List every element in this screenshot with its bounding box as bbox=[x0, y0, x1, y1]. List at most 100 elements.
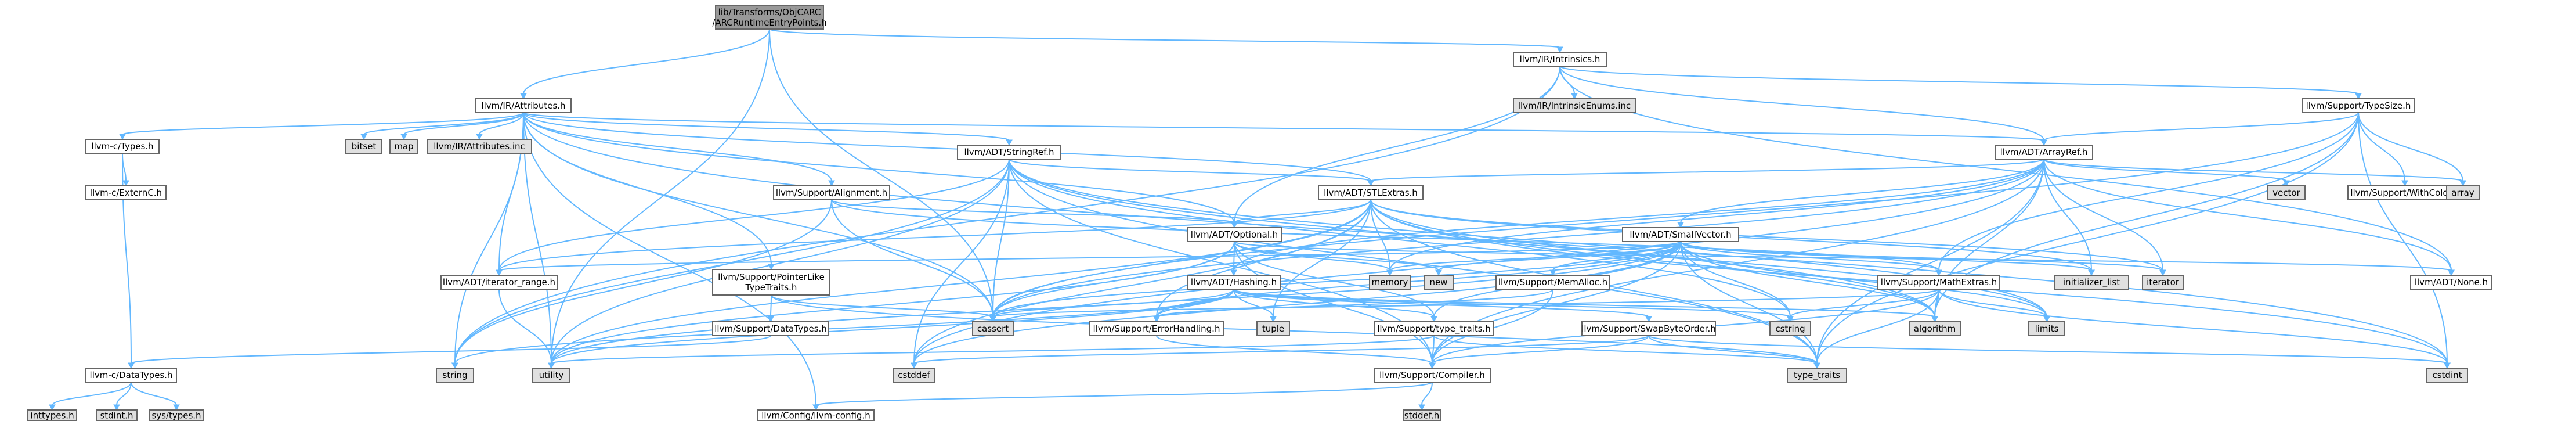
node-compiler[interactable]: llvm/Support/Compiler.h bbox=[1374, 368, 1491, 383]
node-cstring[interactable]: cstring bbox=[1769, 321, 1811, 336]
node-externc[interactable]: llvm-c/ExternC.h bbox=[85, 185, 167, 200]
node-inttypes[interactable]: inttypes.h bbox=[27, 409, 77, 421]
edge-smallvector-to-memory bbox=[1389, 241, 1681, 271]
node-box-memory bbox=[1369, 275, 1411, 290]
node-attributes[interactable]: llvm/IR/Attributes.h bbox=[475, 98, 572, 113]
node-stdtypetraits[interactable]: type_traits bbox=[1787, 368, 1847, 383]
edge-smallvector-to-cstddef bbox=[913, 241, 1681, 364]
node-root[interactable]: lib/Transforms/ObjCARC/ARCRuntimeEntryPo… bbox=[712, 5, 827, 30]
node-initlist[interactable]: initializer_list bbox=[2054, 275, 2129, 290]
node-systypes[interactable]: sys/types.h bbox=[149, 409, 204, 421]
node-utility[interactable]: utility bbox=[532, 368, 570, 383]
edge-arrayref-to-none bbox=[2043, 159, 2452, 271]
edge-arrowhead-attributes-to-map bbox=[400, 134, 407, 141]
node-cdatatypes[interactable]: llvm-c/DataTypes.h bbox=[85, 368, 177, 383]
node-iterator[interactable]: iterator bbox=[2142, 275, 2184, 290]
node-box-bitset bbox=[345, 139, 382, 154]
edge-arrowhead-arrayref-to-stlextras bbox=[1367, 180, 1374, 187]
node-stlextras[interactable]: llvm/ADT/STLExtras.h bbox=[1318, 185, 1424, 200]
edge-arrowhead-mathextras-to-cstring bbox=[1787, 316, 1794, 323]
edge-arrowhead-hashing-to-typetraits bbox=[1430, 316, 1437, 323]
edge-arrowhead-attributes-to-types bbox=[119, 134, 126, 141]
node-new[interactable]: new bbox=[1424, 275, 1454, 290]
node-cstddef[interactable]: cstddef bbox=[893, 368, 935, 383]
node-none[interactable]: llvm/ADT/None.h bbox=[2410, 275, 2492, 290]
node-mathextras[interactable]: llvm/Support/MathExtras.h bbox=[1877, 275, 2000, 290]
node-typetraits[interactable]: llvm/Support/type_traits.h bbox=[1374, 321, 1494, 336]
node-array[interactable]: array bbox=[2446, 185, 2480, 200]
edge-smallvector-to-algorithm bbox=[1680, 241, 1935, 318]
node-optional[interactable]: llvm/ADT/Optional.h bbox=[1187, 227, 1282, 242]
node-map[interactable]: map bbox=[389, 139, 418, 154]
edge-mathextras-to-cstring bbox=[1790, 289, 1939, 318]
edge-hashing-to-utility bbox=[551, 289, 1234, 364]
node-llvmconfig[interactable]: llvm/Config/llvm-config.h bbox=[757, 409, 875, 421]
edge-arrowhead-typesize-to-arrayref bbox=[2040, 139, 2047, 146]
edge-attributes-to-arrayref bbox=[523, 112, 2044, 141]
edge-attributes-to-map bbox=[403, 112, 524, 135]
node-smallvector[interactable]: llvm/ADT/SmallVector.h bbox=[1622, 227, 1739, 242]
node-iteratorrange[interactable]: llvm/ADT/iterator_range.h bbox=[440, 275, 558, 290]
edge-arrowhead-mathextras-to-algorithm bbox=[1931, 316, 1938, 323]
node-box-pointerlike bbox=[712, 269, 830, 296]
node-cassert[interactable]: cassert bbox=[972, 321, 1014, 336]
node-vector[interactable]: vector bbox=[2267, 185, 2306, 200]
node-label-alignment: llvm/Support/Alignment.h bbox=[776, 188, 887, 198]
node-withcolor[interactable]: llvm/Support/WithColor.h bbox=[2347, 185, 2462, 200]
node-typesize[interactable]: llvm/Support/TypeSize.h bbox=[2302, 98, 2415, 113]
edge-pointerlike-to-cassert bbox=[771, 294, 993, 318]
node-memalloc[interactable]: llvm/Support/MemAlloc.h bbox=[1495, 275, 1610, 290]
edge-optional-to-memory bbox=[1234, 241, 1390, 271]
node-swapbyte[interactable]: llvm/Support/SwapByteOrder.h bbox=[1581, 321, 1716, 336]
node-memory[interactable]: memory bbox=[1369, 275, 1411, 290]
edge-arrowhead-intrinsics-to-intrinsicenums bbox=[1571, 93, 1578, 100]
node-box-datatypes bbox=[712, 321, 829, 336]
node-tuple[interactable]: tuple bbox=[1256, 321, 1290, 336]
node-errorhandling[interactable]: llvm/Support/ErrorHandling.h bbox=[1089, 321, 1224, 336]
edge-intrinsics-to-optional bbox=[1234, 66, 1560, 224]
node-label-errorhandling: llvm/Support/ErrorHandling.h bbox=[1093, 323, 1220, 334]
edge-arrowhead-types-to-externc bbox=[122, 180, 129, 187]
node-limits[interactable]: limits bbox=[2028, 321, 2065, 336]
node-cstdint[interactable]: cstdint bbox=[2426, 368, 2468, 383]
edge-arrowhead-root-to-attributes bbox=[520, 93, 527, 100]
node-box-iteratorrange bbox=[440, 275, 558, 290]
node-stdint[interactable]: stdint.h bbox=[96, 409, 138, 421]
node-label-stringref: llvm/ADT/StringRef.h bbox=[964, 147, 1054, 157]
edge-arrowhead-alignment-to-optional bbox=[1231, 222, 1238, 229]
node-types[interactable]: llvm-c/Types.h bbox=[85, 139, 160, 154]
node-label-algorithm: algorithm bbox=[1914, 323, 1956, 334]
node-algorithm[interactable]: algorithm bbox=[1909, 321, 1961, 336]
node-stringref[interactable]: llvm/ADT/StringRef.h bbox=[957, 145, 1061, 160]
edges-layer bbox=[49, 28, 2466, 411]
edge-stringref-to-stdtypetraits bbox=[1009, 159, 1818, 364]
node-label-limits: limits bbox=[2035, 323, 2059, 334]
edge-arrowhead-compiler-to-stddef bbox=[1418, 404, 1425, 411]
node-arrayref[interactable]: llvm/ADT/ArrayRef.h bbox=[1995, 145, 2093, 160]
node-attrinc[interactable]: llvm/IR/Attributes.inc bbox=[427, 139, 532, 154]
node-box-arrayref bbox=[1995, 145, 2093, 160]
edge-arrowhead-intrinsics-to-typesize bbox=[2355, 93, 2362, 100]
node-box-new bbox=[1424, 275, 1454, 290]
node-intrinsics[interactable]: llvm/IR/Intrinsics.h bbox=[1513, 52, 1607, 67]
node-stddef[interactable]: stddef.h bbox=[1403, 409, 1441, 421]
edge-typesize-to-array bbox=[2358, 112, 2463, 182]
edge-optional-to-none bbox=[1234, 241, 2452, 271]
node-intrinsicenums[interactable]: llvm/IR/IntrinsicEnums.inc bbox=[1513, 98, 1636, 113]
node-box-array bbox=[2446, 185, 2480, 200]
node-bitset[interactable]: bitset bbox=[345, 139, 382, 154]
node-label-stdint: stdint.h bbox=[100, 411, 133, 421]
node-box-hashing bbox=[1187, 275, 1281, 290]
node-label-compiler: llvm/Support/Compiler.h bbox=[1379, 370, 1485, 380]
node-box-utility bbox=[532, 368, 570, 383]
node-box-intrinsics bbox=[1513, 52, 1607, 67]
node-label-typesize: llvm/Support/TypeSize.h bbox=[2306, 100, 2411, 111]
node-hashing[interactable]: llvm/ADT/Hashing.h bbox=[1187, 275, 1281, 290]
node-label-intrinsicenums: llvm/IR/IntrinsicEnums.inc bbox=[1518, 100, 1631, 111]
node-string[interactable]: string bbox=[436, 368, 474, 383]
node-alignment[interactable]: llvm/Support/Alignment.h bbox=[773, 185, 890, 200]
node-datatypes[interactable]: llvm/Support/DataTypes.h bbox=[712, 321, 829, 336]
edge-arrowhead-hashing-to-tuple bbox=[1270, 316, 1277, 323]
edge-stlextras-to-optional bbox=[1234, 199, 1371, 224]
